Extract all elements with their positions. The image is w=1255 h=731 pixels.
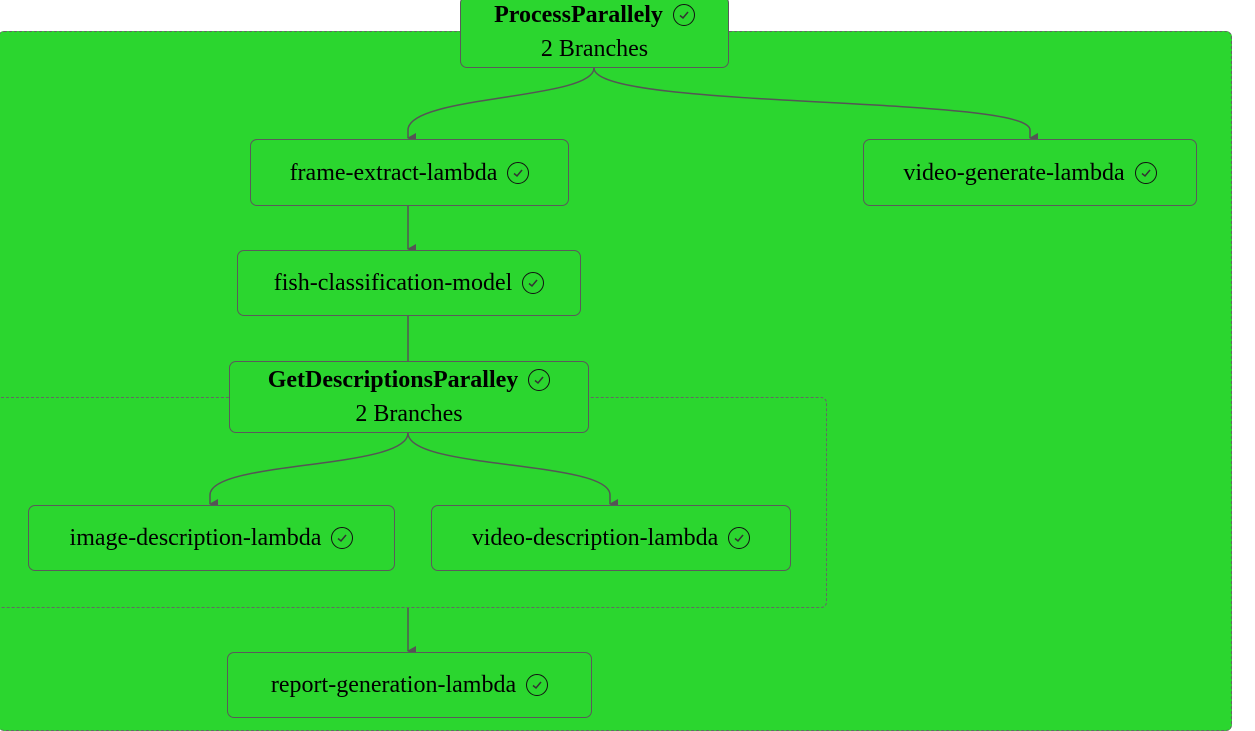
check-circle-icon <box>528 369 551 391</box>
node-title: ProcessParallely <box>494 2 663 28</box>
node-get-descriptions-paralley[interactable]: GetDescriptionsParalley 2 Branches <box>229 361 589 433</box>
node-fish-classification-model[interactable]: fish-classification-model <box>237 250 581 316</box>
node-video-generate-lambda[interactable]: video-generate-lambda <box>863 139 1197 206</box>
node-title: GetDescriptionsParalley <box>267 367 519 393</box>
check-circle-icon <box>728 527 751 549</box>
node-label: frame-extract-lambda <box>289 159 498 186</box>
edges <box>209 67 1038 656</box>
edge-getdesc-video <box>407 432 618 509</box>
node-image-description-lambda[interactable]: image-description-lambda <box>28 505 395 571</box>
node-subtitle: 2 Branches <box>540 36 649 62</box>
node-process-parallely[interactable]: ProcessParallely 2 Branches <box>460 0 729 68</box>
node-label: image-description-lambda <box>69 525 322 551</box>
node-subtitle: 2 Branches <box>355 401 463 427</box>
edge-process-frame <box>407 67 595 143</box>
check-circle-icon <box>1134 161 1157 184</box>
edge-getdesc-image <box>209 432 409 509</box>
node-report-generation-lambda[interactable]: report-generation-lambda <box>227 652 592 718</box>
node-frame-extract-lambda[interactable]: frame-extract-lambda <box>250 139 569 206</box>
check-circle-icon <box>526 674 549 696</box>
node-label: video-generate-lambda <box>903 159 1125 186</box>
check-circle-icon <box>522 272 545 294</box>
check-circle-icon <box>331 527 354 549</box>
check-circle-icon <box>672 4 695 26</box>
node-label: fish-classification-model <box>273 270 513 296</box>
check-circle-icon <box>507 161 530 184</box>
node-video-description-lambda[interactable]: video-description-lambda <box>431 505 791 571</box>
node-label: report-generation-lambda <box>270 672 517 698</box>
edge-process-video-generate <box>593 67 1038 143</box>
node-label: video-description-lambda <box>471 525 719 551</box>
